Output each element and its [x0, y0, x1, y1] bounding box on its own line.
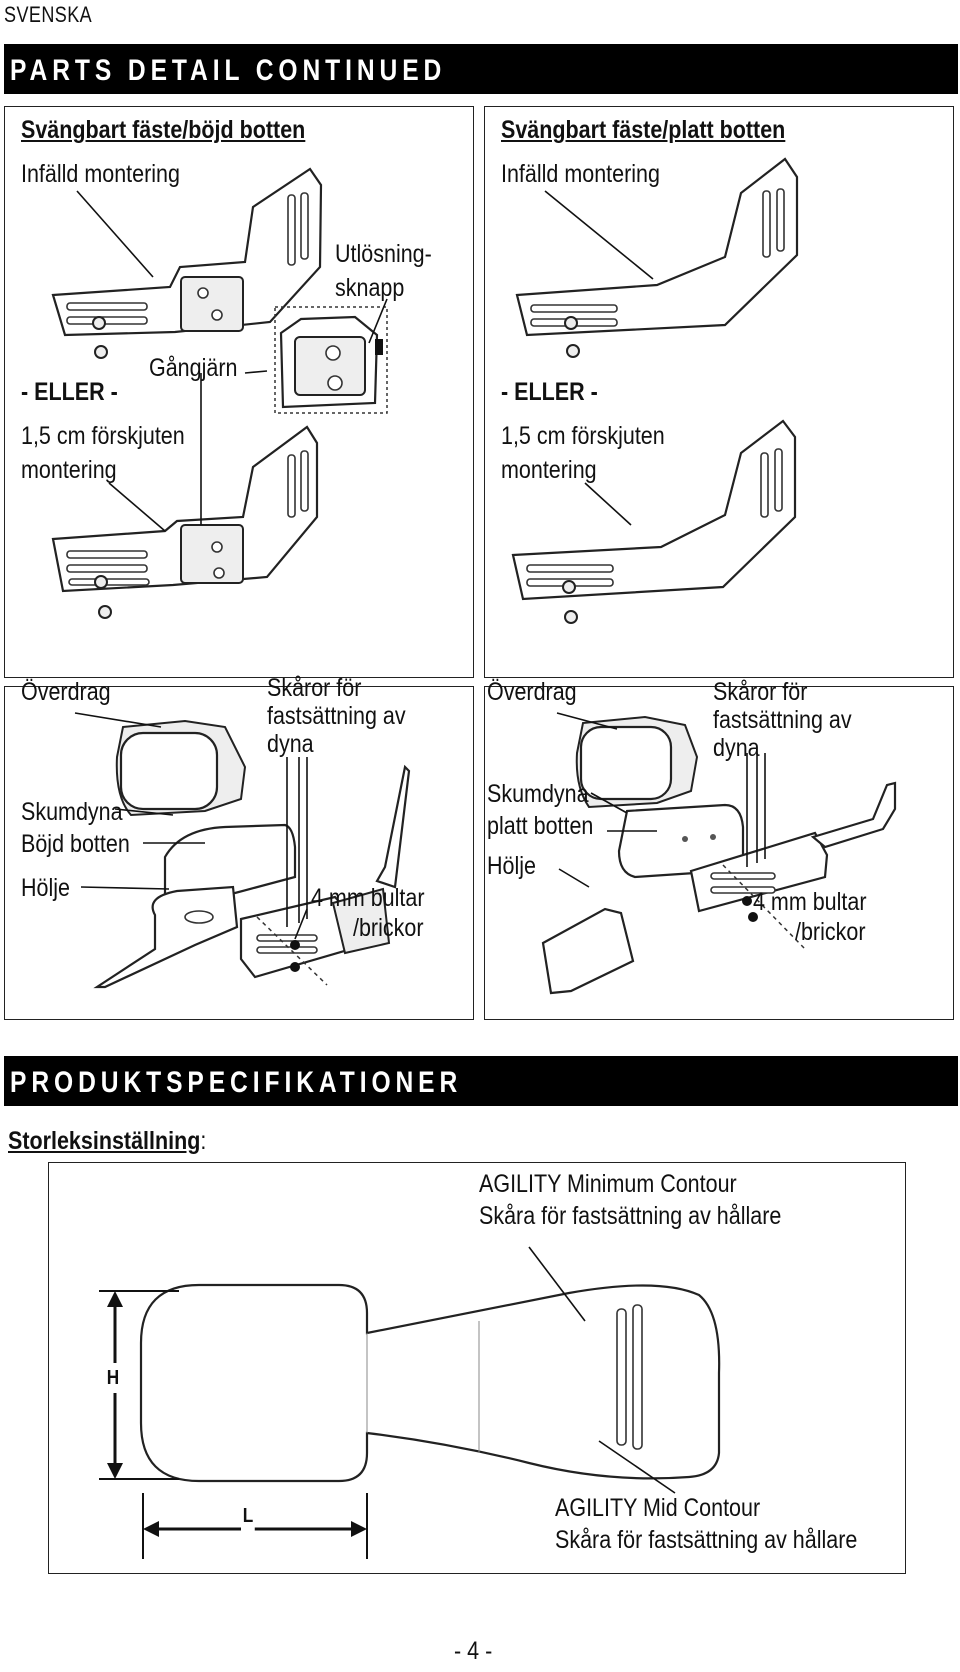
or-label: - ELLER - [21, 378, 118, 406]
panel-swivel-curved-base: Svängbart fäste/böjd botten Infälld mont… [4, 106, 474, 678]
bolts-label-1: 4 mm bultar [753, 888, 867, 916]
pad-slots-label-3: dyna [267, 730, 314, 758]
bolts-label-2: /brickor [795, 918, 866, 946]
foam-pad-label: Skumdyna [487, 780, 589, 808]
swivel-curved-base-diagram [51, 167, 388, 619]
mid-contour-label-1: AGILITY Mid Contour [555, 1494, 761, 1522]
release-button-label-2: sknapp [335, 274, 405, 302]
section-banner-parts-detail: PARTS DETAIL CONTINUED [4, 44, 958, 94]
pad-slots-label-1: Skåror för [267, 674, 362, 702]
offset-mount-label-1: 1,5 cm förskjuten [21, 422, 185, 450]
panel-sizing-diagram: H L AGILITY Minimum Contour Skåra för fa… [48, 1162, 906, 1574]
mid-contour-label-2: Skåra för fastsättning av hållare [555, 1526, 858, 1554]
pad-slots-label-2: fastsättning av [713, 706, 852, 734]
pad-slots-label-2: fastsättning av [267, 702, 406, 730]
section-title: PRODUKTSPECIFIKATIONER [10, 1066, 463, 1099]
pad-slots-label-1: Skåror för [713, 678, 808, 706]
minimum-contour-label-1: AGILITY Minimum Contour [479, 1170, 737, 1198]
section-title: PARTS DETAIL CONTINUED [10, 54, 447, 87]
release-button-label-1: Utlösning- [335, 240, 432, 268]
language-label: SVENSKA [4, 2, 93, 27]
or-label: - ELLER - [501, 378, 598, 406]
curved-base-assembly-diagram [74, 712, 411, 989]
panel-flat-base-assembly: Överdrag Skåror för fastsättning av dyna… [484, 678, 954, 1020]
sizing-label: Storleksinställning [8, 1127, 201, 1155]
page-number: - 4 - [454, 1637, 493, 1665]
panel-title: Svängbart fäste/platt botten [501, 116, 786, 144]
cover-label: Överdrag [487, 678, 577, 706]
shell-label: Hölje [21, 874, 71, 902]
sizing-diagram [99, 1246, 721, 1559]
bolts-label-2: /brickor [353, 914, 424, 942]
flush-mount-label: Infälld montering [21, 160, 180, 188]
sizing-colon: : [200, 1127, 207, 1155]
minimum-contour-label-2: Skåra för fastsättning av hållare [479, 1202, 782, 1230]
foam-pad-label: Skumdyna [21, 798, 123, 826]
dimension-h-label: H [105, 1363, 121, 1393]
panel-title: Svängbart fäste/böjd botten [21, 116, 306, 144]
sizing-heading: Storleksinställning: [8, 1126, 206, 1156]
bolts-label-1: 4 mm bultar [311, 884, 425, 912]
section-banner-product-specs: PRODUKTSPECIFIKATIONER [4, 1056, 958, 1106]
offset-mount-label-1: 1,5 cm förskjuten [501, 422, 665, 450]
panel-curved-base-assembly: Överdrag Skåror för fastsättning av dyna… [4, 674, 474, 1020]
flat-base-assembly-diagram [541, 712, 897, 995]
hinge-label: Gångjärn [149, 354, 238, 382]
offset-mount-label-2: montering [21, 456, 117, 484]
cover-label: Överdrag [21, 678, 111, 706]
pad-slots-label-3: dyna [713, 734, 760, 762]
offset-mount-label-2: montering [501, 456, 597, 484]
panel-swivel-flat-base: Svängbart fäste/platt botten Infälld mon… [484, 106, 954, 678]
shell-label: Hölje [487, 852, 537, 880]
swivel-flat-base-diagram [511, 157, 799, 624]
dimension-l-label: L [241, 1501, 255, 1531]
flat-base-label: platt botten [487, 812, 594, 840]
curved-base-label: Böjd botten [21, 830, 130, 858]
flush-mount-label: Infälld montering [501, 160, 660, 188]
